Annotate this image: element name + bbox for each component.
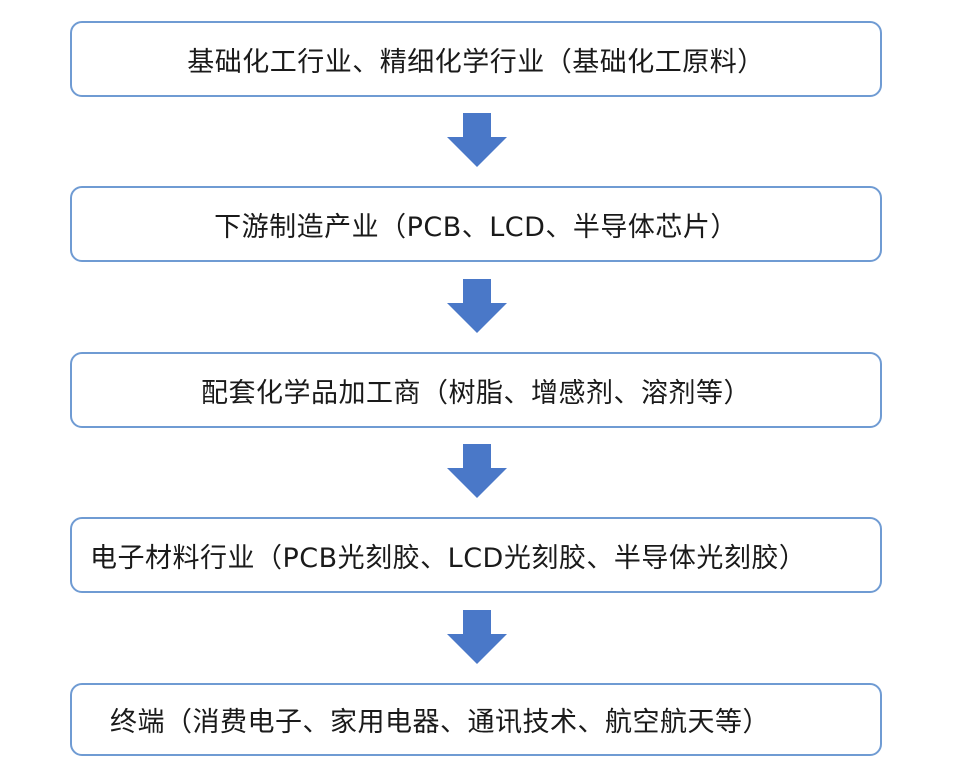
flow-step-4-box: 电子材料行业（PCB光刻胶、LCD光刻胶、半导体光刻胶） <box>70 517 882 593</box>
flow-step-4-label: 电子材料行业（PCB光刻胶、LCD光刻胶、半导体光刻胶） <box>90 542 807 574</box>
down-arrow-icon <box>447 444 507 498</box>
flow-step-1-label: 基础化工行业、精细化学行业（基础化工原料） <box>187 46 765 78</box>
flow-step-2-box: 下游制造产业（PCB、LCD、半导体芯片） <box>70 186 882 262</box>
flow-step-3-label: 配套化学品加工商（树脂、增感剂、溶剂等） <box>201 377 751 409</box>
flow-step-3-box: 配套化学品加工商（树脂、增感剂、溶剂等） <box>70 352 882 428</box>
down-arrow-icon <box>447 279 507 333</box>
flow-step-5-box: 终端（消费电子、家用电器、通讯技术、航空航天等） <box>70 683 882 756</box>
flow-step-2-label: 下游制造产业（PCB、LCD、半导体芯片） <box>214 211 738 243</box>
down-arrow-icon <box>447 113 507 167</box>
down-arrow-icon <box>447 610 507 664</box>
flow-step-5-label: 终端（消费电子、家用电器、通讯技术、航空航天等） <box>110 707 770 738</box>
flow-step-1-box: 基础化工行业、精细化学行业（基础化工原料） <box>70 21 882 97</box>
